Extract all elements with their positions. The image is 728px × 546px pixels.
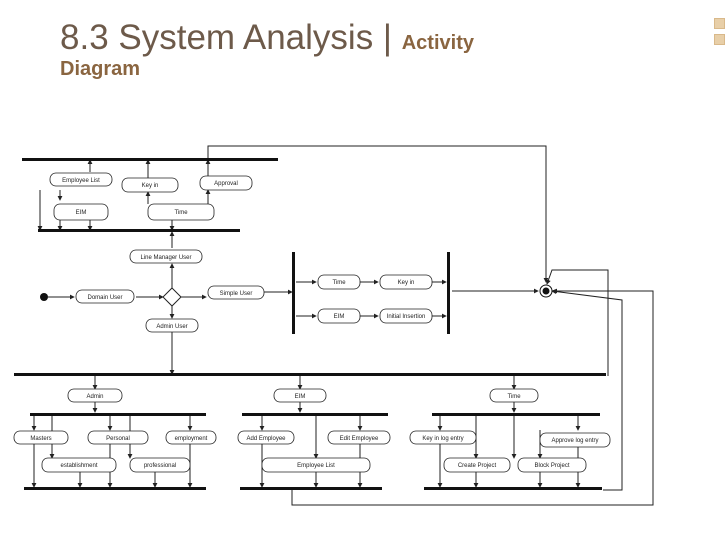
join-bar xyxy=(38,229,240,232)
node-time-bottom xyxy=(489,388,539,403)
node-admin xyxy=(67,388,123,403)
node-key-in-right xyxy=(379,274,433,290)
fork-bar xyxy=(432,413,600,416)
label-admin-user: Admin User xyxy=(156,324,187,330)
label-domain-user: Domain User xyxy=(87,295,122,301)
end-node-dot xyxy=(542,287,550,295)
label-admin: Admin xyxy=(86,394,103,400)
label-approve-log-entry: Approve log entry xyxy=(551,438,598,444)
node-employment xyxy=(165,430,217,445)
label-eim-top: EIM xyxy=(76,210,87,216)
label-masters: Masters xyxy=(30,436,51,442)
label-key-in-right: Key in xyxy=(398,280,415,286)
fork-bar xyxy=(14,373,606,376)
node-block-project xyxy=(517,457,587,473)
label-create-project: Create Project xyxy=(458,463,497,469)
node-time-right xyxy=(317,274,361,290)
decision-node xyxy=(162,287,182,307)
node-approve-log-entry xyxy=(539,432,611,448)
label-eim-mid: EIM xyxy=(295,394,306,400)
node-time-top xyxy=(147,203,215,221)
join-bar xyxy=(24,487,206,490)
edge xyxy=(551,289,623,491)
fork-bar xyxy=(242,413,388,416)
label-employee-list-top: Employee List xyxy=(62,178,100,184)
edge xyxy=(291,288,654,506)
label-time-bottom: Time xyxy=(507,394,521,400)
label-professional: professional xyxy=(144,463,176,469)
decor-square-top xyxy=(714,18,725,29)
label-time-top: Time xyxy=(174,210,188,216)
label-employee-list-bottom: Employee List xyxy=(297,463,335,469)
title-bold-diagram: Diagram xyxy=(60,58,141,80)
node-personal xyxy=(87,430,149,445)
node-employee-list-bottom xyxy=(261,457,371,473)
label-block-project: Block Project xyxy=(534,463,569,469)
label-time-right: Time xyxy=(332,280,346,286)
fork-bar xyxy=(30,413,206,416)
label-eim-right: EIM xyxy=(334,314,345,320)
node-approval xyxy=(199,175,253,191)
node-create-project xyxy=(443,457,511,473)
label-personal: Personal xyxy=(106,436,130,442)
node-establishment xyxy=(41,457,117,473)
node-line-manager-user xyxy=(129,249,203,264)
fork-bar xyxy=(22,158,278,161)
label-line-manager-user: Line Manager User xyxy=(140,255,191,261)
label-approval: Approval xyxy=(214,181,238,187)
edge xyxy=(546,269,609,376)
node-eim-right xyxy=(317,308,361,324)
node-key-in-top xyxy=(121,177,179,193)
node-admin-user xyxy=(145,318,199,333)
title-prefix: 8.3 System Analysis | xyxy=(60,18,402,57)
slide-title: 8.3 System Analysis | Activity Diagram xyxy=(60,20,620,79)
title-bold-activity: Activity xyxy=(401,32,474,54)
join-bar xyxy=(424,487,602,490)
node-initial-insertion xyxy=(379,308,433,324)
node-professional xyxy=(129,457,191,473)
label-key-in-log-entry: Key in log entry xyxy=(422,436,463,442)
node-add-employee xyxy=(237,430,295,445)
node-masters xyxy=(13,430,69,445)
node-domain-user xyxy=(75,289,135,304)
label-initial-insertion: Initial Insertion xyxy=(387,314,426,320)
label-key-in-top: Key in xyxy=(142,183,159,189)
node-employee-list-top xyxy=(49,172,113,187)
edge xyxy=(207,145,549,283)
decor-square-bottom xyxy=(714,34,725,45)
node-eim-mid xyxy=(273,388,327,403)
node-edit-employee xyxy=(327,430,391,445)
label-simple-user: Simple User xyxy=(220,291,253,297)
node-key-in-log-entry xyxy=(409,430,477,445)
label-establishment: establishment xyxy=(60,463,97,469)
start-node xyxy=(40,293,48,301)
join-bar xyxy=(447,252,450,334)
fork-bar xyxy=(292,252,295,334)
node-eim-top xyxy=(53,203,109,221)
node-simple-user xyxy=(207,285,265,300)
label-add-employee: Add Employee xyxy=(246,436,286,442)
label-edit-employee: Edit Employee xyxy=(340,436,379,442)
label-employment: employment xyxy=(175,436,208,442)
join-bar xyxy=(240,487,382,490)
